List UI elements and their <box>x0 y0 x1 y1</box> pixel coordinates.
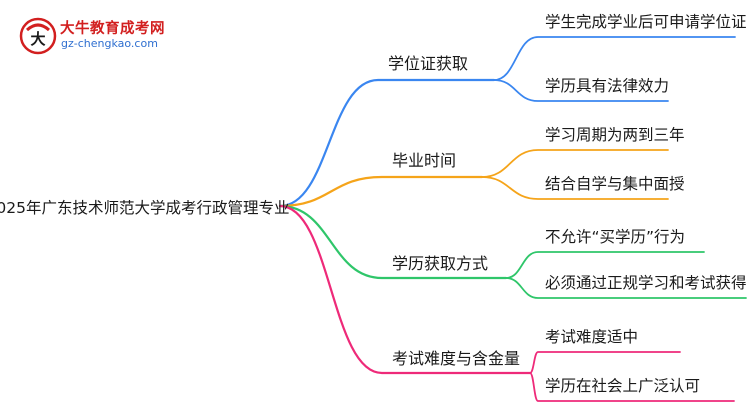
branch-edge-2 <box>278 175 484 208</box>
svg-text:大: 大 <box>30 30 45 48</box>
mindmap-edges <box>278 36 747 402</box>
logo-title: 大牛教育成考网 <box>60 21 165 37</box>
site-logo: 大 大牛教育成考网 gz-chengkao.com <box>18 16 198 56</box>
root-node-label: 2025年广东技术师范大学成考行政管理专业 <box>0 199 289 217</box>
branch-node-label: 考试难度与含金量 <box>392 349 520 368</box>
leaf-node-label: 学生完成学业后可申请学位证 <box>545 13 747 31</box>
leaf-edge-4-2 <box>529 372 735 402</box>
leaf-node-label: 学历具有法律效力 <box>545 77 669 95</box>
leaf-node-label: 不允许“买学历”行为 <box>545 228 685 246</box>
logo-url: gz-chengkao.com <box>61 37 158 50</box>
leaf-edge-2-2 <box>481 176 669 200</box>
bull-logo-icon: 大 <box>19 17 57 55</box>
branch-edge-3 <box>278 204 508 280</box>
leaf-node-label: 结合自学与集中面授 <box>545 175 685 193</box>
branch-node-label: 毕业时间 <box>392 151 456 170</box>
mindmap-nodes: 2025年广东技术师范大学成考行政管理专业 学位证获取 学生完成学业后可申请学位证… <box>0 13 747 395</box>
branch-edge-1 <box>278 78 496 208</box>
branch-edge-4 <box>278 204 532 375</box>
leaf-edge-4-1 <box>529 351 681 374</box>
leaf-edge-2-1 <box>481 149 669 178</box>
branch-node-label: 学历获取方式 <box>392 254 488 273</box>
leaf-edge-1-1 <box>493 36 736 81</box>
leaf-edge-3-2 <box>505 277 747 299</box>
leaf-node-label: 学习周期为两到三年 <box>545 126 685 144</box>
leaf-node-label: 学历在社会上广泛认可 <box>545 377 700 395</box>
leaf-node-label: 考试难度适中 <box>545 328 638 346</box>
branch-node-label: 学位证获取 <box>388 54 468 73</box>
leaf-edge-1-2 <box>493 79 669 102</box>
leaf-node-label: 必须通过正规学习和考试获得 <box>545 274 747 292</box>
leaf-edge-3-1 <box>505 251 705 279</box>
